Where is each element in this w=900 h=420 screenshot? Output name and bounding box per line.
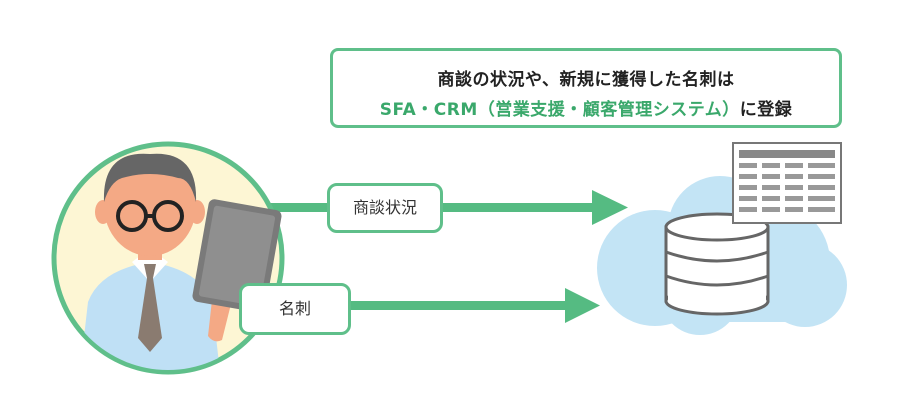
callout-system-name: SFA・CRM（営業支援・顧客管理システム） — [379, 100, 740, 120]
spreadsheet-icon — [732, 142, 842, 224]
callout-line-2: SFA・CRM（営業支援・顧客管理システム）に登録 — [333, 95, 839, 120]
business-card-label: 名刺 — [239, 283, 351, 335]
arrow-business-card — [345, 288, 600, 323]
negotiation-status-label: 商談状況 — [327, 183, 443, 233]
callout-line-1: 商談の状況や、新規に獲得した名刺は — [437, 70, 735, 90]
callout-line-2-rest: に登録 — [739, 100, 793, 120]
database-icon — [664, 212, 770, 316]
arrow-negotiation — [268, 190, 628, 225]
person-icon — [51, 141, 285, 375]
info-callout: 商談の状況や、新規に獲得した名刺は SFA・CRM（営業支援・顧客管理システム）… — [330, 48, 842, 128]
